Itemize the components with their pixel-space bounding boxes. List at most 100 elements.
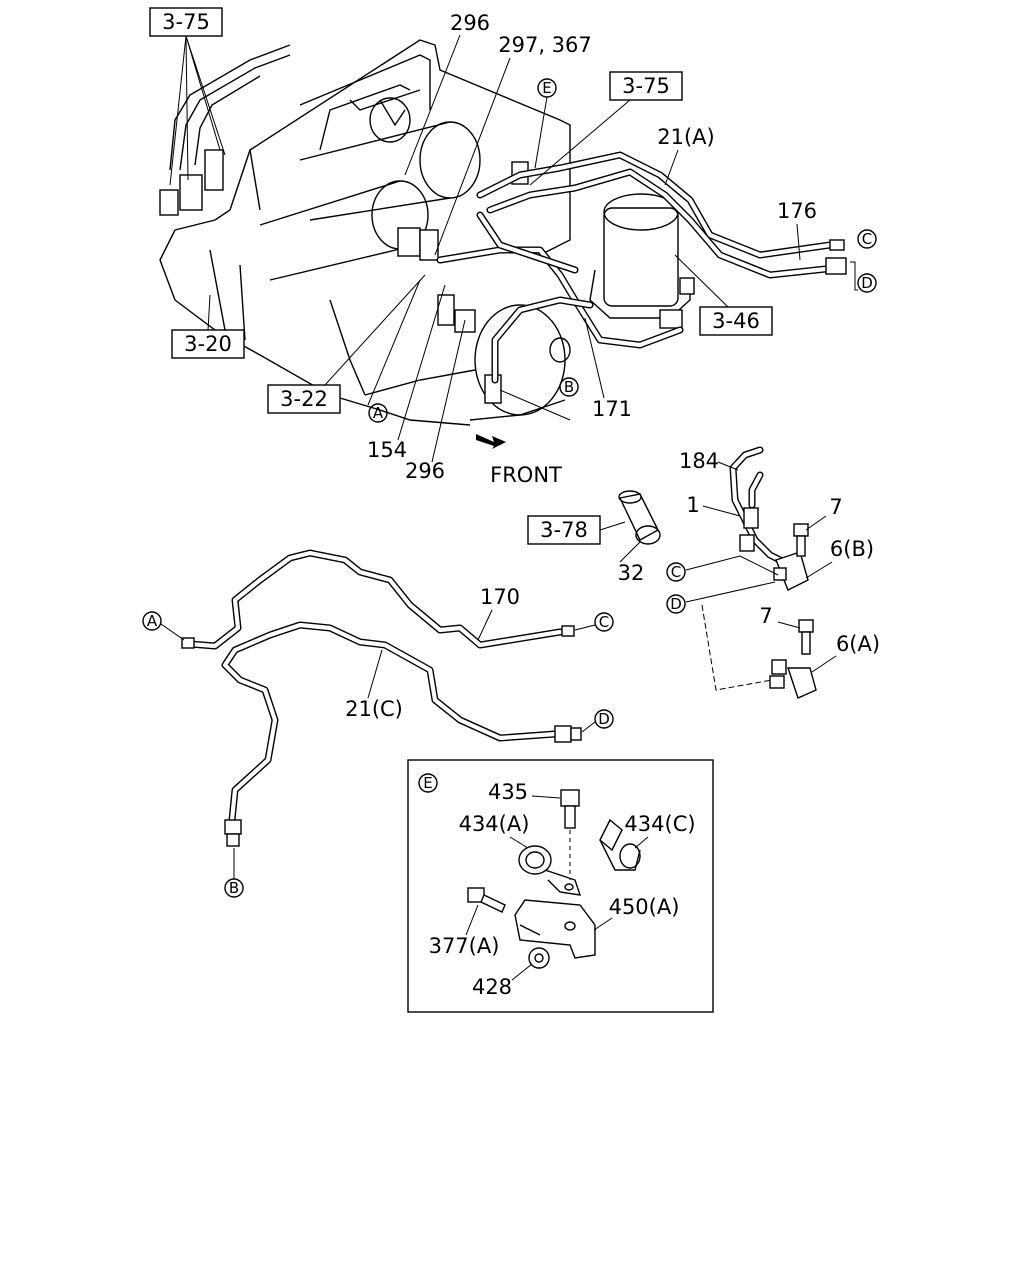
ref-label: 3-22 [280,387,328,411]
part-21a: 21(A) [657,125,714,149]
pipe-170-drawing [181,549,575,650]
leader-434a [509,836,529,849]
leader-3-20 [207,294,211,331]
leader-377a [465,904,479,936]
bolt-7-upper-drawing [793,523,809,557]
engine-assembly-drawing [159,39,847,426]
svg-text:E: E [542,79,551,97]
leader-6b [805,561,833,579]
part-7-upper: 7 [829,495,842,519]
part-154: 154 [367,438,407,462]
part-7-lower: 7 [759,604,772,628]
marker-a-top[interactable]: A [368,403,388,423]
part-434c: 434(C) [624,812,695,836]
part-434a: 434(A) [459,812,530,836]
leader-450a [593,917,613,931]
part-377a: 377(A) [429,934,500,958]
marker-d-left[interactable]: D [594,709,614,729]
ref-box-3-75-right[interactable]: 3-75 [609,71,683,101]
marker-c-left[interactable]: C [594,612,614,632]
svg-text:C: C [599,613,609,631]
marker-d-mid[interactable]: D [666,594,686,614]
leader-434c [634,836,649,849]
leader-marker-a-top [367,279,421,406]
front-arrow-icon [476,434,506,449]
detail-e-drawing [467,789,641,969]
svg-text:D: D [670,595,682,613]
part-435: 435 [488,780,528,804]
connector-assembly-6a-drawing [769,659,817,699]
leader-296-top [404,34,461,176]
svg-text:B: B [564,378,574,396]
svg-text:B: B [229,879,239,897]
part-6a: 6(A) [836,632,880,656]
bolt-7-lower-drawing [798,619,814,655]
leader-3-78 [599,521,626,531]
front-label: FRONT [490,463,562,487]
part-1: 1 [686,493,699,517]
svg-text:D: D [861,274,873,292]
svg-text:A: A [373,404,384,422]
leader-3-22 [324,274,426,386]
part-296-top: 296 [450,11,490,35]
marker-e-top[interactable]: E [537,78,557,98]
ref-label: 3-75 [622,74,670,98]
leader-428 [511,963,533,981]
marker-b-left[interactable]: B [224,878,244,898]
connector-assembly-6b-drawing [729,446,809,591]
leader-176 [796,223,801,261]
marker-d-top[interactable]: D [857,273,877,293]
ref-label: 3-20 [184,332,232,356]
leader-6a [811,655,837,673]
ref-box-3-78[interactable]: 3-78 [527,515,601,545]
leader-154 [397,284,446,441]
part-450a: 450(A) [609,895,680,919]
leader-3-46 [674,254,729,308]
ref-box-3-46[interactable]: 3-46 [699,306,773,336]
svg-text:C: C [671,563,681,581]
leader-marker-c-left [574,624,596,631]
leader-marker-d-mid-lower [701,604,773,691]
svg-text:D: D [598,710,610,728]
sleeve-32-drawing [618,490,661,545]
ref-label: 3-46 [712,309,760,333]
leader-7-lower [777,621,801,629]
ref-label: 3-75 [162,10,210,34]
leader-3-75-right [529,99,631,186]
part-6b: 6(B) [830,537,874,561]
leader-21c [367,649,383,699]
part-297-367: 297, 367 [498,33,592,57]
part-32: 32 [618,561,645,585]
leader-7-upper [805,515,827,531]
part-184: 184 [679,449,719,473]
marker-c-mid[interactable]: C [666,562,686,582]
part-170: 170 [480,585,520,609]
pipe-21c-drawing [221,621,582,847]
marker-e-detail[interactable]: E [418,773,438,793]
svg-text:A: A [147,612,158,630]
svg-text:C: C [862,230,872,248]
leader-296-bottom [431,319,466,463]
leader-marker-e [534,96,548,169]
leader-marker-a-left [160,623,185,641]
leader-marker-d-top [850,261,858,291]
ref-box-3-22[interactable]: 3-22 [267,384,341,414]
leader-184 [717,461,739,471]
leader-3-75-left [169,35,226,186]
ref-label: 3-78 [540,518,588,542]
ref-box-3-20[interactable]: 3-20 [171,329,245,359]
marker-a-left[interactable]: A [142,611,162,631]
leader-32 [619,541,641,563]
leader-1 [702,505,741,517]
marker-b-top[interactable]: B [559,377,579,397]
leader-171 [584,317,605,399]
leader-21a [664,149,679,186]
leader-marker-d-mid-upper [685,581,776,603]
leader-marker-c-mid [685,555,779,576]
marker-c-top[interactable]: C [857,229,877,249]
leader-297-367 [434,57,511,256]
ref-box-3-75-left[interactable]: 3-75 [149,7,223,37]
leader-marker-b-top [499,389,571,421]
leader-marker-d-left [581,721,596,733]
